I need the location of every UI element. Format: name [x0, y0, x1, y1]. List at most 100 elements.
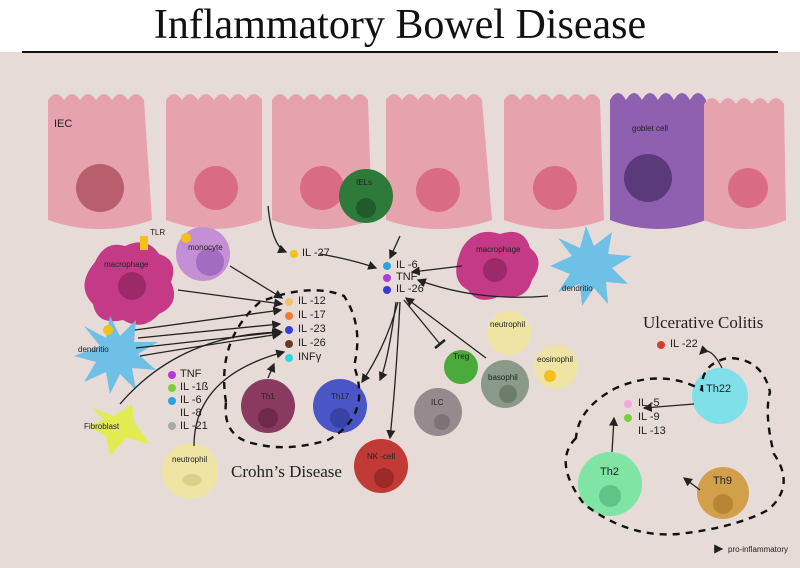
- th9-label: Th9: [713, 475, 732, 487]
- ilc-cell: [414, 388, 462, 436]
- cell-nucleus: [544, 370, 556, 382]
- fibroblast-label: Fibroblast: [84, 422, 120, 431]
- cytokine-label: TNF: [180, 368, 202, 380]
- cell-nucleus: [118, 272, 146, 300]
- cell-nucleus: [258, 408, 278, 428]
- eosinophil-cell: [534, 345, 578, 389]
- uc-region: [564, 356, 785, 536]
- neutrophil-left-label: neutrophil: [172, 455, 208, 464]
- nk-cell-label: NK -cell: [367, 452, 396, 461]
- cell-nucleus: [483, 258, 507, 282]
- cytokine-label: IL -6: [180, 394, 202, 406]
- neutrophil-cell: [487, 311, 531, 355]
- cell-nucleus: [599, 485, 621, 507]
- cytokine-dot: [657, 341, 665, 349]
- cell-nucleus: [76, 164, 124, 212]
- treg-cell: [444, 350, 478, 384]
- nk-cell: [354, 439, 408, 493]
- arrow: [135, 328, 282, 349]
- iec-label: IEC: [54, 118, 73, 130]
- epithelial-cell: [386, 94, 492, 229]
- receptor-dot: [103, 325, 113, 335]
- dendritic-left-label: dendritio: [78, 345, 109, 354]
- th1-label: Th1: [261, 392, 275, 401]
- macrophage-left-label: macrophage: [104, 260, 149, 269]
- inhibition-arrow: [403, 299, 446, 350]
- cytokine-dot: [383, 286, 391, 294]
- th1-cell: [241, 379, 295, 433]
- cytokine-label: TNF: [396, 271, 418, 283]
- cytokine-dot: [285, 340, 293, 348]
- cytokine-dot: [285, 354, 293, 362]
- arrows: [119, 205, 724, 554]
- iels-cell: [339, 169, 393, 223]
- cytokine-label: IL -23: [298, 323, 326, 335]
- cytokine-dot: [285, 298, 293, 306]
- arrow: [319, 253, 378, 270]
- epithelial-cell: [48, 94, 152, 229]
- tlr-receptor: [140, 236, 148, 250]
- cytokine-dot: [285, 312, 293, 320]
- treg-label: Treg: [453, 352, 470, 361]
- monocyte-label: monocyte: [188, 243, 223, 252]
- crohns-disease-label: Crohn’s Disease: [231, 462, 342, 481]
- arrow: [416, 278, 549, 298]
- cytokine-label: IL -5: [638, 397, 660, 409]
- goblet-nucleus: [624, 154, 672, 202]
- cytokine-label: INFγ: [298, 351, 322, 363]
- cytokine-label: IL -21: [180, 420, 208, 432]
- goblet-cell-label: goblet cell: [632, 124, 669, 133]
- th22-cell: [692, 368, 748, 424]
- cytokine-dot: [624, 400, 632, 408]
- cytokine-dot: [290, 250, 298, 258]
- dendritic-cell: [74, 316, 158, 394]
- cytokine-label: IL -1ß: [180, 381, 209, 393]
- eosinophil-label: eosinophil: [537, 355, 574, 364]
- epithelial-cell: [166, 94, 262, 229]
- cell-nucleus: [434, 414, 450, 430]
- ilc-label: ILC: [431, 398, 444, 407]
- cell-nucleus: [533, 166, 577, 210]
- arrow: [404, 297, 487, 359]
- cytokine-dot: [168, 384, 176, 392]
- arrow: [177, 289, 284, 308]
- cytokine-label: IL -12: [298, 295, 326, 307]
- arrow: [389, 235, 401, 260]
- crohns-region: [222, 289, 361, 449]
- fibroblast-cell: [88, 404, 150, 456]
- arrow: [193, 349, 286, 447]
- epithelial-layer: [48, 93, 786, 229]
- epithelial-cell: [704, 98, 786, 229]
- arrow: [642, 402, 695, 412]
- cytokine-dot: [383, 274, 391, 282]
- cytokine-label: IL -17: [298, 309, 326, 321]
- arrow: [699, 345, 723, 369]
- arrow: [119, 327, 284, 405]
- arrow: [267, 205, 288, 254]
- cell-nucleus: [196, 248, 224, 276]
- arrow: [229, 265, 284, 299]
- cytokine-dot: [285, 326, 293, 334]
- dendritic-cell: [550, 226, 632, 306]
- cytokine-label: IL -6: [396, 259, 418, 271]
- cytokine-dot: [168, 422, 176, 430]
- legend-label: pro-inflammatory: [728, 545, 789, 554]
- cytokine-label: IL -26: [396, 283, 424, 295]
- th2-cell: [578, 452, 642, 516]
- arrow: [386, 301, 401, 440]
- cell-nucleus: [499, 385, 517, 403]
- dendritic-right-label: dendritio: [562, 284, 593, 293]
- cell-nucleus: [728, 168, 768, 208]
- cell-nucleus: [300, 166, 344, 210]
- cytokine-label: IL -26: [298, 337, 326, 349]
- th17-label: Th17: [331, 392, 350, 401]
- ulcerative-colitis-label: Ulcerative Colitis: [643, 313, 764, 332]
- cell-nucleus: [374, 468, 394, 488]
- arrow: [682, 477, 701, 491]
- cytokine-label: IL -13: [638, 425, 666, 437]
- arrow: [137, 320, 282, 339]
- cytokine-label: IL -9: [638, 411, 660, 423]
- cytokine-dot: [383, 262, 391, 270]
